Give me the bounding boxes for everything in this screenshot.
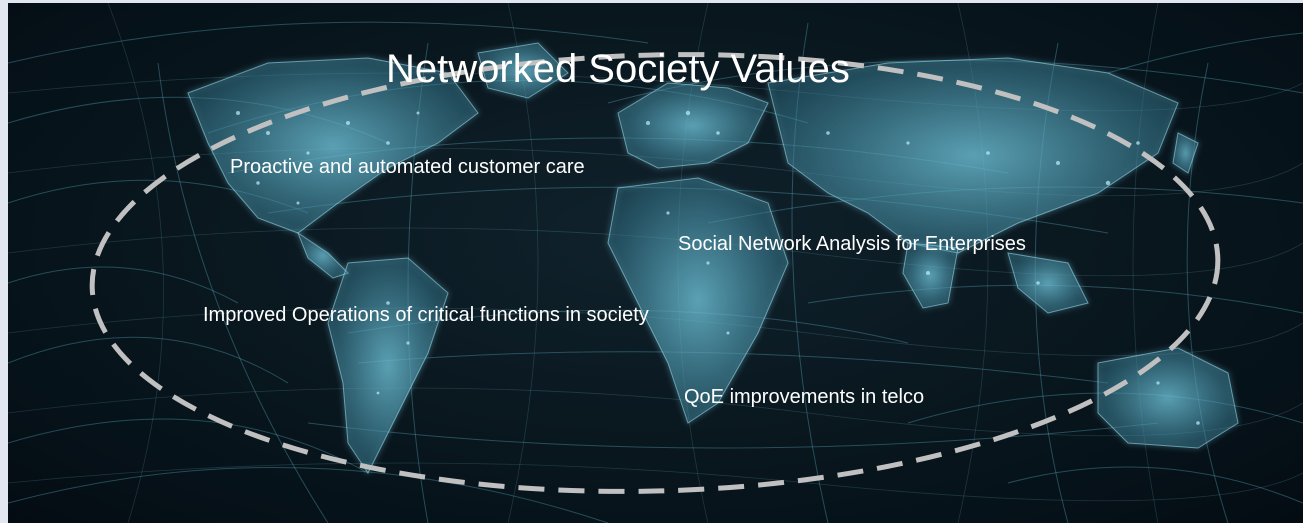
world-network-map: Networked Society Values Proactive and a… bbox=[8, 3, 1303, 523]
continents bbox=[187, 42, 1239, 474]
europe-shape bbox=[617, 82, 769, 169]
dashed-ellipse bbox=[89, 52, 1221, 494]
south-america-shape bbox=[327, 257, 449, 474]
value-customer-care: Proactive and automated customer care bbox=[230, 156, 585, 178]
city-lights bbox=[236, 110, 1200, 425]
asia-shape bbox=[767, 57, 1179, 254]
africa-shape bbox=[607, 177, 789, 424]
world-map-graphic bbox=[8, 3, 1303, 523]
value-improved-operations: Improved Operations of critical function… bbox=[203, 304, 649, 326]
value-social-network-analysis: Social Network Analysis for Enterprises bbox=[678, 233, 1026, 255]
value-qoe-improvements: QoE improvements in telco bbox=[684, 386, 925, 408]
north-america-shape bbox=[187, 57, 479, 234]
australia-shape bbox=[1097, 347, 1239, 449]
slide-title: Networked Society Values bbox=[386, 47, 850, 91]
